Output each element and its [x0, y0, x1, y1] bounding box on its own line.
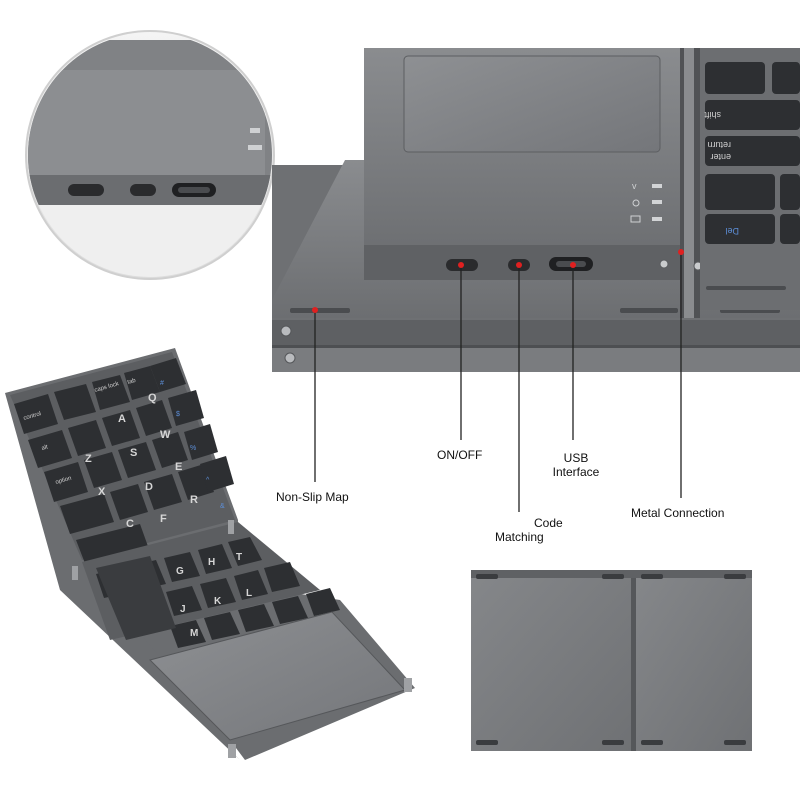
key-t: T: [236, 552, 242, 563]
tab-keycap: tab: [127, 378, 137, 386]
key-r: R: [190, 494, 198, 506]
zoom-inset: [25, 30, 275, 280]
keyboard-full-view: Q W E R A S D Z X C F control tab caps l…: [5, 348, 415, 760]
label-non-slip-map: Non-Slip Map: [276, 490, 349, 504]
callout-lines: [314, 252, 682, 512]
del-keycap: Del: [725, 226, 739, 236]
keyboard-closeup: v shift return enter Del: [272, 48, 800, 372]
key-k: K: [214, 596, 222, 607]
enter-keycap: enter: [710, 152, 731, 162]
key-e: E: [175, 461, 182, 473]
control-keycap: control: [23, 411, 42, 422]
key-g: G: [176, 566, 184, 577]
alt-keycap: alt: [41, 444, 49, 452]
svg-text:^: ^: [206, 477, 210, 484]
svg-text:v: v: [632, 181, 637, 191]
key-d: D: [145, 481, 153, 493]
key-h: H: [208, 557, 215, 568]
label-usb-line1: USB: [563, 451, 589, 465]
label-usb-interface: USB Interface: [548, 451, 604, 479]
label-on-off: ON/OFF: [437, 448, 483, 462]
key-x: X: [98, 486, 106, 498]
key-w: W: [160, 429, 171, 441]
return-keycap: return: [707, 140, 731, 150]
svg-text:#: #: [160, 380, 164, 387]
closeup-keys: shift return enter Del: [704, 62, 800, 244]
key-q: Q: [148, 392, 157, 404]
key-z: Z: [85, 453, 92, 465]
option-keycap: option: [55, 476, 72, 486]
key-l: L: [246, 588, 252, 599]
key-c: C: [126, 518, 134, 530]
svg-text:&: &: [220, 503, 225, 510]
svg-text:$: $: [176, 411, 180, 418]
key-j: J: [180, 604, 186, 615]
label-code-line1: Code: [534, 516, 563, 530]
label-code-line2: Matching: [495, 530, 544, 544]
keyboard-folded-back: [471, 570, 752, 751]
svg-text:%: %: [190, 445, 196, 452]
shift-keycap: shift: [704, 110, 721, 120]
key-a: A: [118, 413, 126, 425]
key-f: F: [160, 513, 167, 525]
key-m: M: [190, 628, 198, 639]
key-s: S: [130, 447, 137, 459]
label-usb-line2: Interface: [552, 465, 600, 479]
label-metal-connection: Metal Connection: [631, 506, 725, 520]
callout-dots: [312, 249, 684, 313]
